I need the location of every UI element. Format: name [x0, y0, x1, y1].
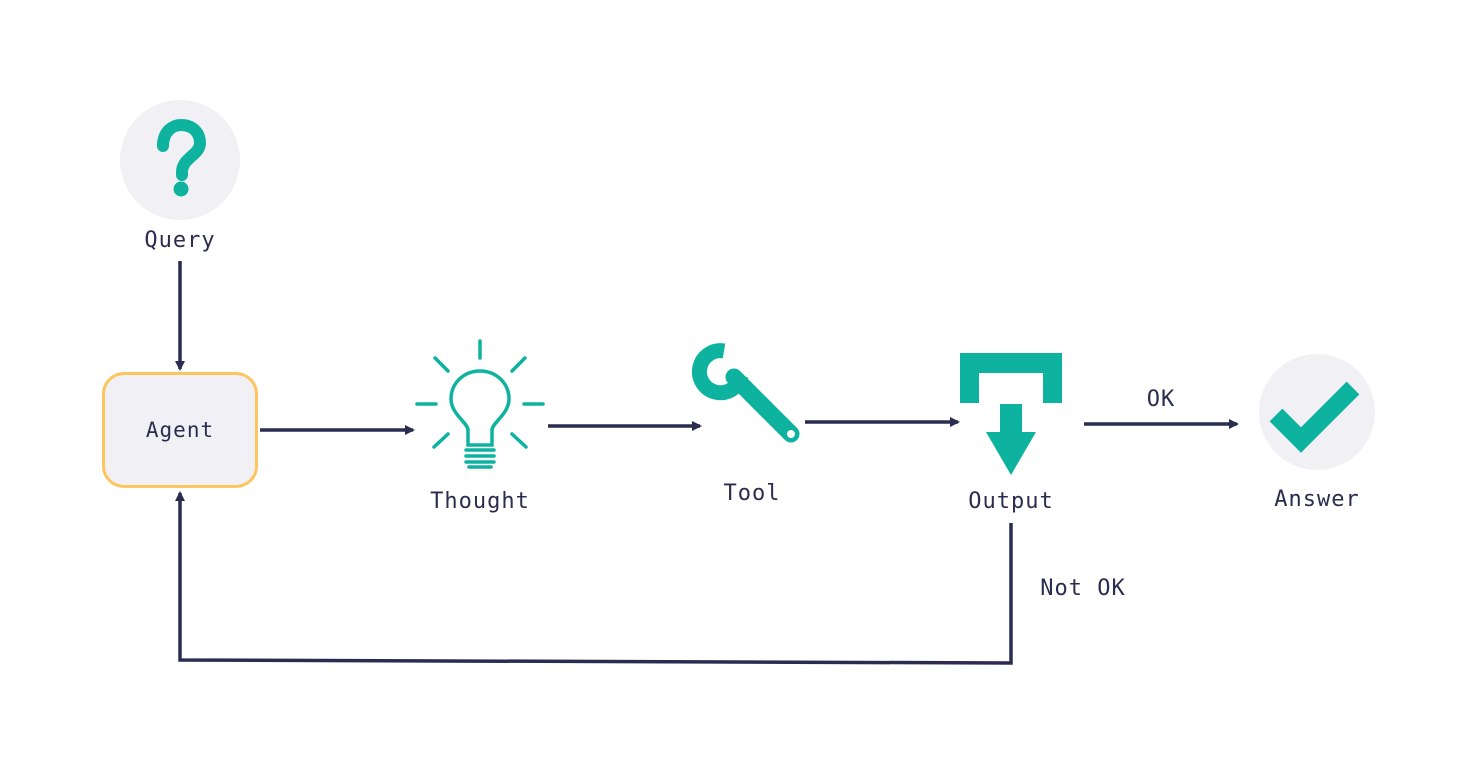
- query-label: Query: [144, 228, 216, 253]
- output-arrow-icon: [960, 353, 1062, 475]
- lightbulb-icon: [415, 339, 545, 469]
- ok-edge-label: OK: [1146, 387, 1176, 412]
- output-label: Output: [968, 489, 1054, 514]
- agent-node: Agent: [102, 372, 258, 488]
- answer-label: Answer: [1274, 487, 1360, 512]
- checkmark-icon: [1259, 354, 1375, 470]
- edge-output-agent-loop: [175, 491, 1013, 665]
- tool-label: Tool: [723, 481, 781, 506]
- thought-label: Thought: [430, 489, 530, 514]
- question-mark-icon: [120, 100, 240, 220]
- wrench-icon: [691, 343, 800, 443]
- not-ok-edge-label: Not OK: [1040, 576, 1126, 601]
- agent-label: Agent: [145, 418, 215, 442]
